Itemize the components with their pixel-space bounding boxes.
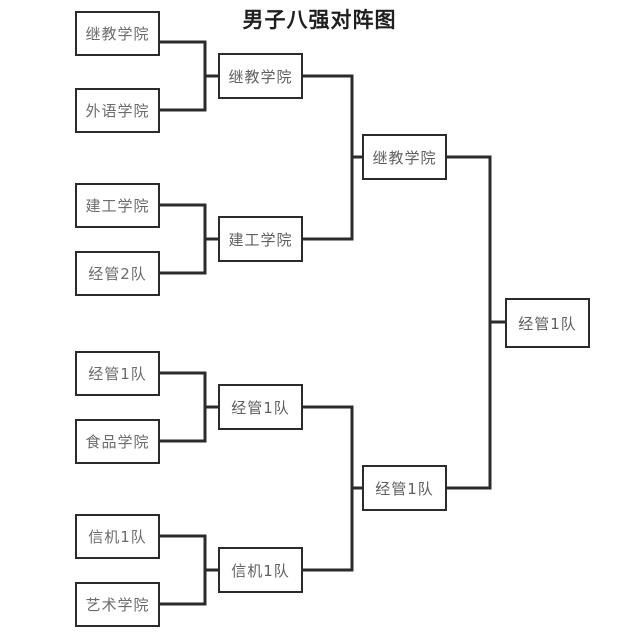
bracket-node-r1-5[interactable]: 经管1队 xyxy=(75,351,160,396)
bracket-node-label: 建工学院 xyxy=(85,197,150,215)
bracket-node-r1-1[interactable]: 继教学院 xyxy=(75,11,160,56)
bracket-node-label: 经管1队 xyxy=(375,479,434,498)
connector-r1-pair-3 xyxy=(160,371,207,443)
bracket-node-r1-3[interactable]: 建工学院 xyxy=(75,183,160,228)
bracket-node-r3-1[interactable]: 继教学院 xyxy=(362,134,447,180)
bracket-node-label: 经管1队 xyxy=(518,314,577,333)
connector-r1-pair-2 xyxy=(160,203,207,275)
connector-r1-pair-1 xyxy=(160,40,207,112)
bracket-node-label: 经管2队 xyxy=(88,265,147,283)
bracket-node-label: 外语学院 xyxy=(85,102,150,120)
bracket-node-label: 建工学院 xyxy=(228,230,293,249)
bracket-node-champion[interactable]: 经管1队 xyxy=(505,298,590,348)
bracket-node-r1-8[interactable]: 艺术学院 xyxy=(75,582,160,627)
bracket-node-label: 食品学院 xyxy=(85,433,150,451)
bracket-node-label: 信机1队 xyxy=(88,528,147,546)
page-title: 男子八强对阵图 xyxy=(242,8,397,32)
bracket-node-label: 经管1队 xyxy=(88,365,147,383)
bracket-node-label: 信机1队 xyxy=(231,561,290,580)
bracket-node-r2-1[interactable]: 继教学院 xyxy=(218,53,303,99)
connector-r2-pair-2 xyxy=(303,405,354,572)
bracket-node-r2-3[interactable]: 经管1队 xyxy=(218,384,303,430)
bracket-node-label: 继教学院 xyxy=(372,148,437,167)
connector-r2-pair-1 xyxy=(303,74,354,241)
bracket-node-label: 继教学院 xyxy=(85,25,150,43)
bracket-node-r1-2[interactable]: 外语学院 xyxy=(75,88,160,133)
bracket-node-r2-2[interactable]: 建工学院 xyxy=(218,216,303,262)
bracket-node-r1-4[interactable]: 经管2队 xyxy=(75,251,160,296)
bracket-node-r1-6[interactable]: 食品学院 xyxy=(75,419,160,464)
bracket-node-r3-2[interactable]: 经管1队 xyxy=(362,465,447,511)
connector-r3-pair-1 xyxy=(447,155,492,490)
bracket-node-r2-4[interactable]: 信机1队 xyxy=(218,547,303,593)
bracket-node-r1-7[interactable]: 信机1队 xyxy=(75,514,160,559)
bracket-node-label: 艺术学院 xyxy=(85,596,150,614)
bracket-node-label: 经管1队 xyxy=(231,398,290,417)
bracket-node-label: 继教学院 xyxy=(228,67,293,86)
connector-r1-pair-4 xyxy=(160,534,207,606)
